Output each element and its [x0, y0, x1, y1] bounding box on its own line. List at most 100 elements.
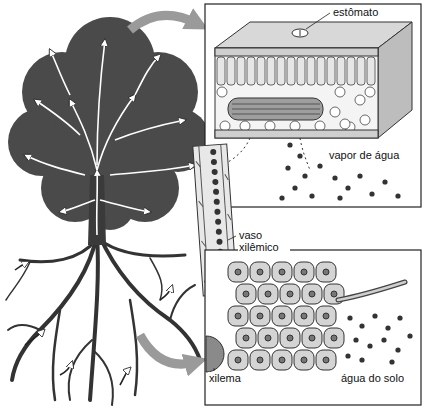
- tree-roots: [69, 340, 92, 400]
- water-flow-arrows: [15, 262, 28, 270]
- leaf-section-panel: [247, 57, 255, 85]
- leaf-section-panel: [215, 130, 378, 138]
- xylem-vessel: [216, 229, 222, 235]
- xylem-vessel: [210, 149, 216, 155]
- root-section-panel: [395, 347, 400, 352]
- root-section-panel: [338, 282, 405, 300]
- water-flow-arrows: [97, 95, 135, 170]
- root-section-panel: [301, 357, 307, 363]
- tree-roots: [6, 235, 200, 405]
- leaf-section-panel: [205, 4, 421, 207]
- root-section-panel: [316, 262, 336, 282]
- root-section-panel: [235, 269, 241, 275]
- leaf-section-panel: [277, 57, 285, 85]
- leaf-section-panel: [395, 193, 400, 198]
- leaf-section-panel: [317, 57, 325, 85]
- root-section-panel: [236, 284, 256, 304]
- leaf-section-panel: [217, 87, 375, 132]
- leaf-section-panel: [367, 57, 375, 85]
- leaf-section-panel: [287, 142, 292, 147]
- tree-roots: [99, 235, 200, 360]
- xylem-vessel: [216, 239, 222, 245]
- leaf-section-panel: [335, 87, 345, 97]
- leaf-section-panel: [357, 173, 362, 178]
- leaf-section-panel: [345, 185, 350, 190]
- leaf-section-panel: [337, 195, 342, 200]
- root-section-panel: [228, 306, 248, 326]
- leaf-section-panel: [215, 48, 378, 56]
- tree-roots: [8, 325, 40, 330]
- root-section-panel: [279, 269, 285, 275]
- xylem-vessel: [212, 179, 218, 185]
- tree-roots: [90, 235, 98, 400]
- root-section-panel: [323, 269, 329, 275]
- root-section-panel: [367, 343, 372, 348]
- water-flow-arrows: [120, 368, 130, 385]
- xylem-vessel: [214, 199, 220, 205]
- leaf-section-panel: [317, 163, 322, 168]
- root-section-panel: [228, 262, 248, 282]
- root-section-panel: [250, 350, 270, 370]
- leaf-section-panel: [292, 185, 297, 190]
- root-section-panel: [265, 291, 271, 297]
- leaf-section-panel: [337, 57, 345, 85]
- part-label: xilema: [208, 372, 242, 384]
- leaf-section-panel: [369, 191, 374, 196]
- root-section-panel: [294, 262, 314, 282]
- tree-roots: [170, 285, 195, 320]
- water-flow-arrows: [115, 120, 185, 140]
- water-flow-arrows: [15, 40, 195, 385]
- root-section-panel: [250, 262, 270, 282]
- root-section-panel: [279, 357, 285, 363]
- root-section-panel: [287, 291, 293, 297]
- leaf-section-panel: [297, 153, 302, 158]
- part-label: vaso xilêmico: [238, 229, 290, 253]
- root-section-panel: [287, 335, 293, 341]
- water-flow-arrows: [60, 200, 95, 212]
- water-flow-arrows: [100, 200, 150, 212]
- leaf-section-panel: [205, 4, 421, 207]
- root-section-panel: [302, 328, 322, 348]
- root-section-panel: [331, 335, 337, 341]
- root-section-panel: [309, 335, 315, 341]
- root-section-panel: [280, 284, 300, 304]
- part-label: vapor de água: [328, 149, 400, 161]
- xylem-vessel: [211, 159, 217, 165]
- root-section-panel: [236, 328, 256, 348]
- leaf-section-panel: [285, 165, 290, 170]
- leaf-section-panel: [309, 193, 314, 198]
- root-section-panel: [228, 262, 344, 370]
- water-flow-arrows: [70, 100, 97, 170]
- root-section-panel: [359, 357, 364, 362]
- leaf-section-panel: [232, 104, 320, 105]
- water-flow-arrows: [35, 100, 80, 135]
- leaf-section-panel: [279, 195, 284, 200]
- xylem-vessel: [211, 169, 217, 175]
- leader-line: [214, 368, 215, 371]
- root-section-panel: [347, 315, 352, 320]
- leaf-section-panel: [307, 57, 315, 85]
- root-section-panel: [372, 313, 377, 318]
- root-section-panel: [389, 359, 394, 364]
- leaf-section-panel: [340, 119, 350, 129]
- leaf-section-panel: [327, 57, 335, 85]
- leaf-section-panel: [257, 57, 265, 85]
- leaf-section-panel: [228, 98, 323, 120]
- leaf-section-panel: [217, 57, 225, 85]
- leaf-section-panel: [357, 57, 365, 85]
- leaf-section-panel: [360, 115, 370, 125]
- leaf-section-panel: [217, 57, 375, 85]
- leader-line: [228, 236, 236, 240]
- root-section-panel: [301, 313, 307, 319]
- leaf-section-panel: [330, 107, 340, 117]
- root-section-panel: [258, 328, 278, 348]
- root-section-panel: [272, 262, 292, 282]
- root-section-panel: [345, 353, 350, 358]
- zoom-arrow: [140, 335, 196, 364]
- root-section-panel: [309, 291, 315, 297]
- leaf-section-panel: [302, 173, 307, 178]
- root-section-panel: [272, 306, 292, 326]
- leaf-section-panel: [355, 95, 365, 105]
- leaf-section-panel: [237, 57, 245, 85]
